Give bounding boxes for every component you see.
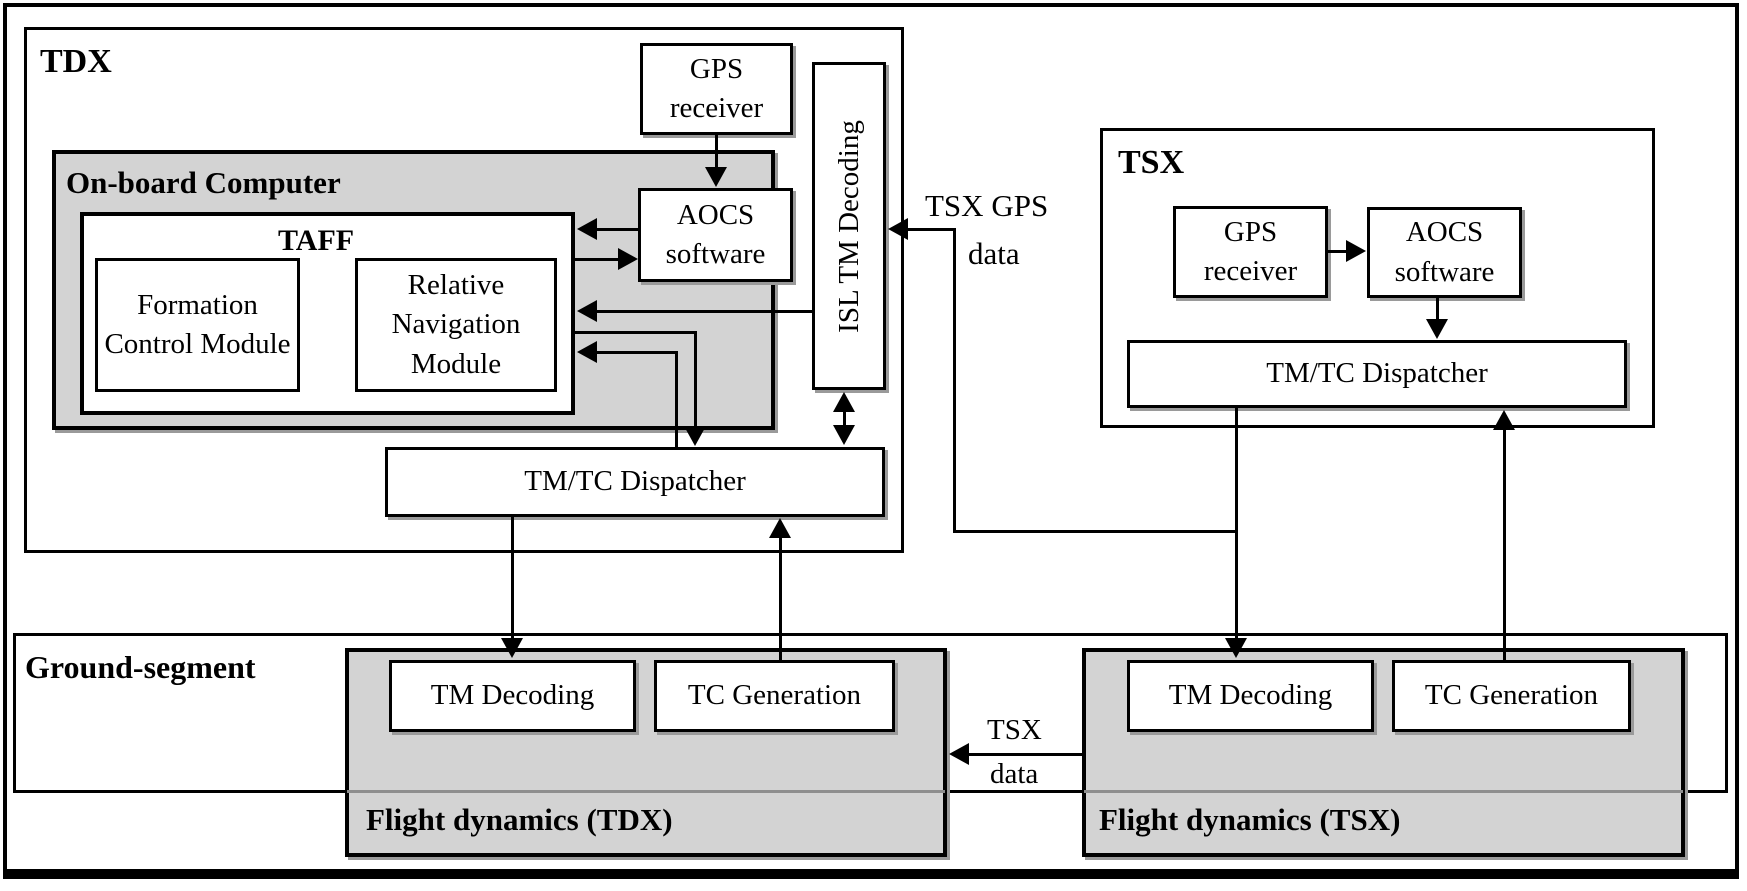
line-tsx-tc-to-dispatcher xyxy=(1503,428,1506,661)
line-dispatcher-to-taff-h xyxy=(596,351,678,354)
figure-border xyxy=(3,3,1739,879)
tsx-gps-receiver-box: GPS receiver xyxy=(1173,206,1328,298)
formation-control-module-box: Formation Control Module xyxy=(95,258,300,392)
arrow-taff-to-dispatcher xyxy=(684,426,706,446)
arrow-into-tsx-tm-decoding xyxy=(1225,638,1247,658)
arrow-tdx-tc-to-dispatcher xyxy=(769,518,791,538)
tsx-tc-generation-box: TC Generation xyxy=(1392,660,1631,732)
line-taff-to-aocs xyxy=(575,258,620,261)
tsx-aocs-software-box: AOCS software xyxy=(1367,207,1522,298)
arrow-isl-dispatcher-down xyxy=(833,425,855,445)
arrow-isl-to-taff xyxy=(577,300,597,322)
arrow-tsx-tc-to-dispatcher xyxy=(1493,410,1515,430)
isl-tm-decoding-label: ISL TM Decoding xyxy=(832,119,865,333)
relative-navigation-module-box: Relative Navigation Module xyxy=(355,258,557,392)
tsx-data-label-line2: data xyxy=(990,758,1039,790)
line-tdx-dispatcher-to-tm xyxy=(511,517,514,638)
arrow-dispatcher-to-taff xyxy=(577,341,597,363)
line-dispatcher-to-taff-v xyxy=(675,351,678,447)
arrow-aocs-to-taff xyxy=(577,218,597,240)
tsx-box xyxy=(1100,128,1655,428)
tsx-label: TSX xyxy=(1118,144,1185,181)
flight-dynamics-tsx-label: Flight dynamics (TSX) xyxy=(1099,802,1401,837)
line-tsx-gps-branch-h xyxy=(953,530,1238,533)
tsx-gps-data-label-line2: data xyxy=(968,236,1020,271)
arrow-tsx-gps-into-isl xyxy=(888,218,908,240)
tdx-aocs-software-box: AOCS software xyxy=(638,188,793,282)
line-taff-to-dispatcher-v xyxy=(694,331,697,428)
line-tsx-gps-to-aocs xyxy=(1328,250,1350,253)
tdx-tm-decoding-box: TM Decoding xyxy=(389,660,636,732)
tsx-gps-data-label-line1: TSX GPS xyxy=(925,188,1049,223)
tdx-label: TDX xyxy=(40,43,112,80)
onboard-computer-label: On-board Computer xyxy=(66,165,341,200)
line-tsx-gps-into-isl xyxy=(906,228,956,231)
tdx-tc-generation-box: TC Generation xyxy=(654,660,895,732)
flight-dynamics-tdx-label: Flight dynamics (TDX) xyxy=(366,802,673,837)
tsx-dispatcher-box: TM/TC Dispatcher xyxy=(1127,340,1627,408)
line-isl-dispatcher xyxy=(843,406,846,434)
arrow-tsx-data xyxy=(949,743,969,765)
tdx-box xyxy=(24,27,904,553)
tsx-tm-decoding-box: TM Decoding xyxy=(1127,660,1374,732)
line-aocs-to-taff xyxy=(594,228,638,231)
isl-tm-decoding-box xyxy=(812,62,886,390)
ground-border-overlay-left xyxy=(347,790,945,793)
tsx-data-label-line1: TSX xyxy=(987,714,1042,746)
taff-label: TAFF xyxy=(278,224,355,257)
ground-border-overlay-right xyxy=(1084,790,1683,793)
arrow-tsx-gps-to-aocs xyxy=(1346,240,1366,262)
line-tdx-gps-to-aocs xyxy=(715,135,718,171)
arrow-taff-to-aocs xyxy=(618,248,638,270)
line-taff-to-dispatcher-h xyxy=(575,331,697,334)
arrow-tdx-gps-to-aocs xyxy=(705,167,727,187)
tdx-dispatcher-box: TM/TC Dispatcher xyxy=(385,447,885,517)
line-tsx-aocs-to-dispatcher xyxy=(1436,298,1439,322)
tdx-gps-receiver-box: GPS receiver xyxy=(640,43,793,135)
arrow-tsx-aocs-to-dispatcher xyxy=(1426,319,1448,339)
arrow-isl-dispatcher-up xyxy=(833,392,855,412)
line-tsx-gps-branch-v xyxy=(953,228,956,533)
line-tdx-tc-to-dispatcher xyxy=(779,536,782,662)
line-tsx-dispatcher-down xyxy=(1235,408,1238,640)
isl-tm-decoding-label-wrap: ISL TM Decoding xyxy=(812,62,886,390)
line-tsx-data xyxy=(966,753,1082,756)
line-isl-to-taff xyxy=(594,310,812,313)
ground-segment-label: Ground-segment xyxy=(25,649,256,685)
arrow-tdx-tm-decoding xyxy=(501,638,523,658)
